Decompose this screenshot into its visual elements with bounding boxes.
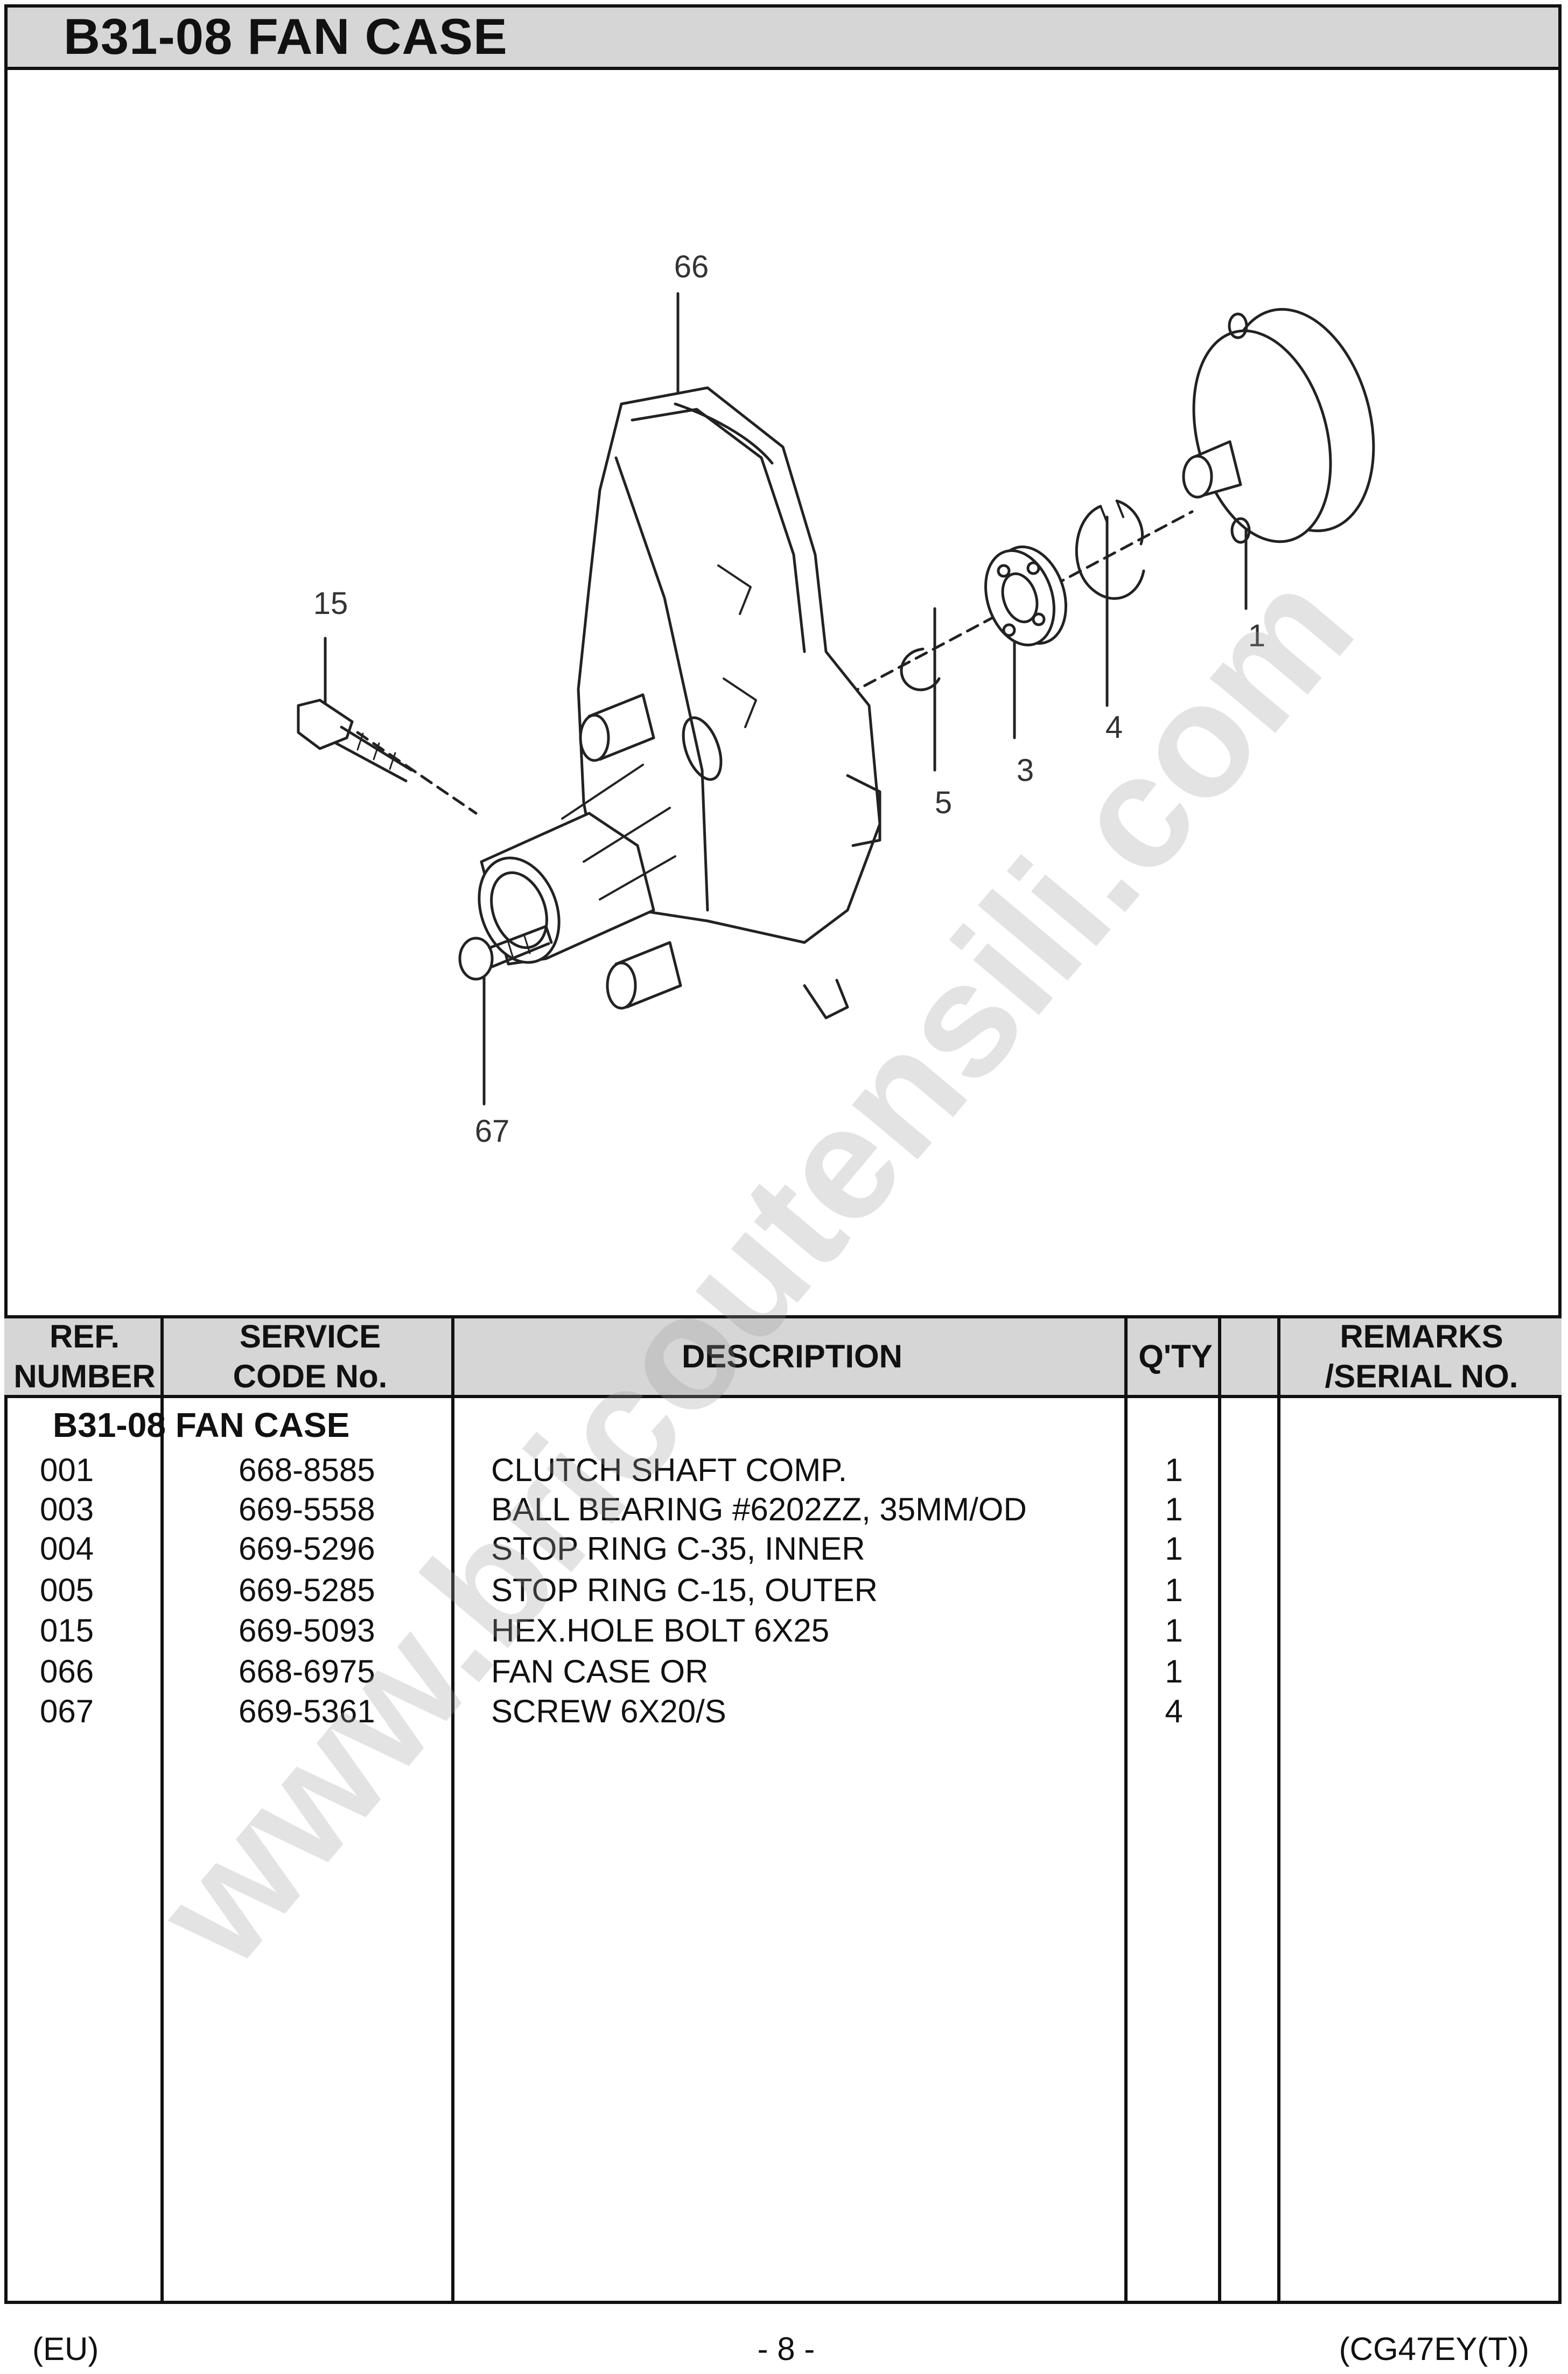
title-bar: B31-08 FAN CASE <box>4 4 1562 70</box>
section-title: B31-08 FAN CASE <box>53 1406 350 1444</box>
ref-number: 067 <box>40 1693 94 1729</box>
description: HEX.HOLE BOLT 6X25 <box>491 1612 830 1649</box>
service-code: 668-6975 <box>239 1653 375 1689</box>
screw-67-part <box>458 925 553 981</box>
column-divider <box>451 1315 454 2304</box>
description: STOP RING C-15, OUTER <box>491 1572 878 1608</box>
description: SCREW 6X20/S <box>491 1693 726 1729</box>
service-code: 669-5093 <box>239 1612 375 1649</box>
description: FAN CASE OR <box>491 1653 709 1689</box>
description: STOP RING C-35, INNER <box>491 1531 865 1567</box>
table-row: 004 669-5296 STOP RING C-35, INNER 1 <box>0 1528 1568 1569</box>
description: CLUTCH SHAFT COMP. <box>491 1452 848 1488</box>
service-code: 669-5361 <box>239 1693 375 1729</box>
callout-66: 66 <box>674 249 709 284</box>
callout-3: 3 <box>1017 753 1034 788</box>
parts-diagram-svg: 66 15 1 4 3 5 67 <box>297 249 1375 1149</box>
table-row: 005 669-5285 STOP RING C-15, OUTER 1 <box>0 1570 1568 1611</box>
header-ref-line1: REF. <box>49 1318 120 1354</box>
table-row: 003 669-5558 BALL BEARING #6202ZZ, 35MM/… <box>0 1489 1568 1530</box>
header-remarks-line1: REMARKS <box>1340 1318 1503 1354</box>
callout-15: 15 <box>313 586 348 621</box>
header-ref-line2: NUMBER <box>13 1358 156 1394</box>
quantity: 1 <box>1165 1653 1183 1689</box>
service-code: 668-8585 <box>239 1452 375 1488</box>
service-code: 669-5285 <box>239 1572 375 1608</box>
table-row: 066 668-6975 FAN CASE OR 1 <box>0 1651 1568 1692</box>
quantity: 1 <box>1165 1612 1183 1649</box>
stop-ring-5-part <box>900 647 941 692</box>
header-code-line2: CODE No. <box>233 1358 388 1394</box>
header-code-line1: SERVICE <box>239 1318 381 1354</box>
ref-number: 001 <box>40 1452 94 1488</box>
header-qty-label: Q'TY <box>1138 1338 1213 1374</box>
callout-67: 67 <box>475 1114 510 1149</box>
axis-bolt-15 <box>356 731 478 815</box>
page-title: B31-08 FAN CASE <box>64 8 508 65</box>
case-pins <box>579 693 682 1010</box>
header-qty: Q'TY <box>1129 1318 1222 1395</box>
fan-case-part <box>577 386 881 1020</box>
bolt-15-part <box>297 699 413 783</box>
page-number: - 8 - <box>757 2331 815 2367</box>
footer-model: (CG47EY(T)) <box>1339 2331 1529 2367</box>
table-row: 001 668-8585 CLUTCH SHAFT COMP. 1 <box>0 1450 1568 1491</box>
quantity: 1 <box>1165 1531 1183 1567</box>
callout-4: 4 <box>1105 710 1123 745</box>
column-divider <box>1124 1315 1128 2304</box>
footer-region: (EU) <box>32 2331 99 2367</box>
header-ref-number: REF. NUMBER <box>4 1318 165 1395</box>
table-row: 015 669-5093 HEX.HOLE BOLT 6X25 1 <box>0 1610 1568 1651</box>
column-divider <box>1277 1315 1280 2304</box>
callout-5: 5 <box>935 785 952 820</box>
quantity: 1 <box>1165 1572 1183 1608</box>
header-description-label: DESCRIPTION <box>681 1338 903 1374</box>
ref-number: 004 <box>40 1531 94 1567</box>
ref-number: 003 <box>40 1491 94 1527</box>
header-remarks: REMARKS/SERIAL NO. <box>1282 1318 1562 1395</box>
quantity: 1 <box>1165 1491 1183 1527</box>
callout-1: 1 <box>1248 618 1265 653</box>
table-row: 067 669-5361 SCREW 6X20/S 4 <box>0 1691 1568 1732</box>
column-divider <box>1218 1315 1221 2304</box>
quantity: 4 <box>1165 1693 1183 1729</box>
quantity: 1 <box>1165 1452 1183 1488</box>
stop-ring-4-part <box>1075 499 1145 600</box>
service-code: 669-5296 <box>239 1531 375 1567</box>
column-divider <box>160 1315 164 2304</box>
ref-number: 066 <box>40 1653 94 1689</box>
ref-number: 005 <box>40 1572 94 1608</box>
header-service-code: SERVICE CODE No. <box>165 1318 456 1395</box>
ref-number: 015 <box>40 1612 94 1649</box>
bearing-3-part <box>984 545 1067 647</box>
header-description: DESCRIPTION <box>456 1318 1129 1395</box>
description: BALL BEARING #6202ZZ, 35MM/OD <box>491 1491 1027 1527</box>
service-code: 669-5558 <box>239 1491 375 1527</box>
case-boss <box>478 764 676 966</box>
header-remarks-line2: /SERIAL NO. <box>1325 1358 1518 1394</box>
parts-table-header: REF. NUMBER SERVICE CODE No. DESCRIPTION Q… <box>4 1315 1562 1398</box>
clutch-drum-1-part <box>1182 308 1375 544</box>
parts-diagram: 66 15 1 4 3 5 67 <box>8 70 1558 1315</box>
